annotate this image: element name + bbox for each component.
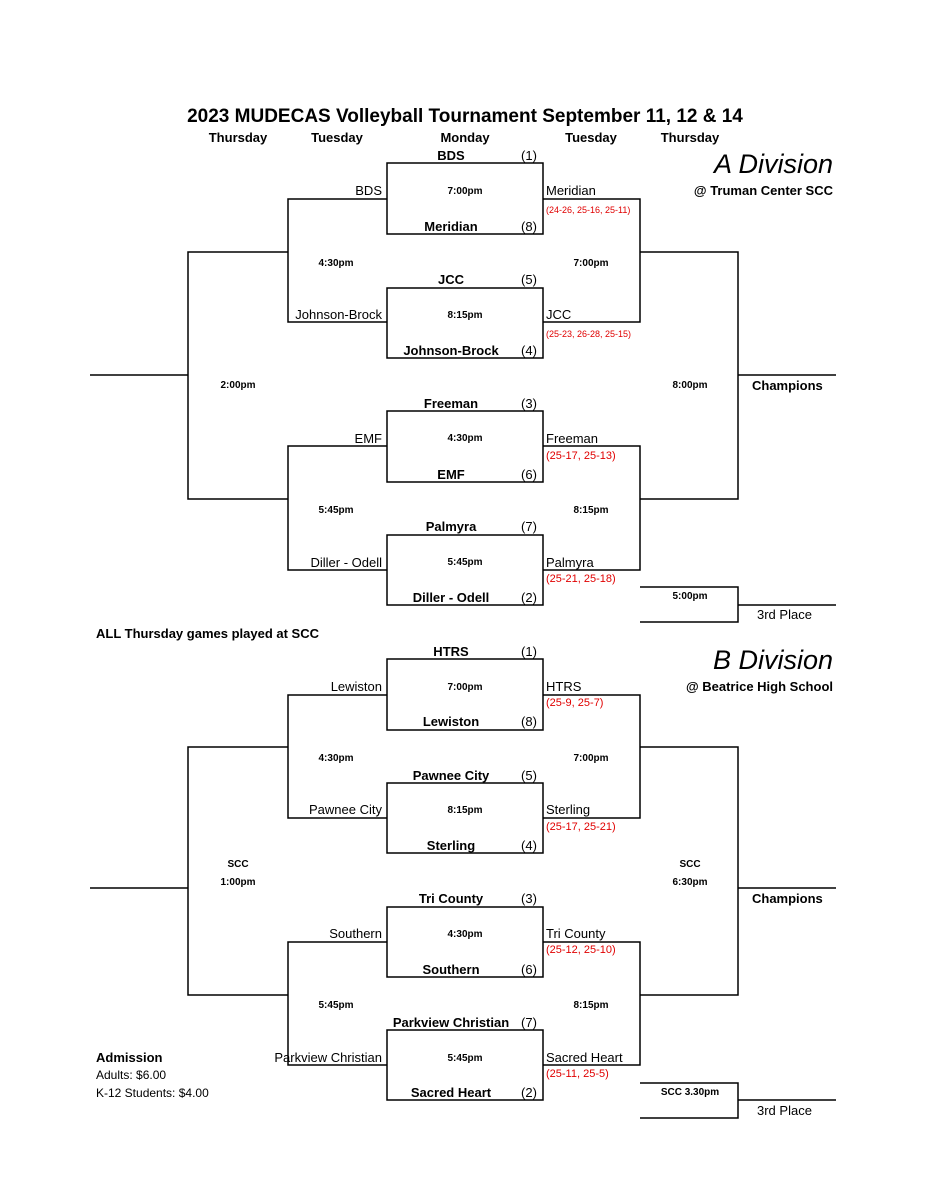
b-m4-bottom-team: Sacred Heart [410,1085,492,1100]
b-right-score-1: (25-9, 25-7) [546,697,604,709]
a-third-place-time: 5:00pm [672,591,708,602]
b-m2-time: 8:15pm [447,805,483,816]
b-m4-top-team: Parkview Christian [392,1015,510,1030]
a-m3-top-team: Freeman [423,396,479,411]
a-m3-bottom-seed: (6) [521,467,537,482]
day-header-tuesday-right: Tuesday [565,130,617,145]
a-m1-bottom-seed: (8) [521,219,537,234]
day-header-monday: Monday [440,130,490,145]
b-m1-time: 7:00pm [447,682,483,693]
b-m4-bottom-seed: (2) [521,1085,537,1100]
b-m2-bottom-seed: (4) [521,838,537,853]
a-m1-top-team: BDS [437,148,465,163]
a-right-r2-team-1: Meridian [546,183,596,198]
a-m1-bottom-team: Meridian [424,219,478,234]
a-right-r2-team-3: Freeman [546,431,599,446]
b-champions-label: Champions [752,891,823,906]
b-right-score-2: (25-17, 25-21) [546,821,616,833]
b-right-score-3: (25-12, 25-10) [546,944,616,956]
a-m2-time: 8:15pm [447,310,483,321]
a-m3-time: 4:30pm [447,433,483,444]
b-left-final-time: 1:00pm [220,877,256,888]
b-left-r2-team-3: Southern [329,926,382,941]
a-division-title: A Division [713,149,833,179]
a-left-r2-team-3: EMF [354,431,382,446]
day-header-tuesday-left: Tuesday [311,130,363,145]
a-m4-bottom-team: Diller - Odell [412,590,490,605]
b-right-r2-team-2: Sterling [546,802,591,817]
b-right-r2-team-3: Tri County [546,926,606,941]
day-header-thursday-left: Thursday [208,130,268,145]
admission-students: K-12 Students: $4.00 [96,1086,209,1100]
a-m3-bottom-team: EMF [437,467,465,482]
a-m2-top-team: JCC [437,272,465,287]
b-right-r2-time-2: 8:15pm [573,1000,609,1011]
thursday-note: ALL Thursday games played at SCC [96,626,319,641]
a-m4-bottom-seed: (2) [521,590,537,605]
b-left-r2-time-1: 4:30pm [318,753,354,764]
b-m1-bottom-seed: (8) [521,714,537,729]
a-left-r2-time-2: 5:45pm [318,505,354,516]
b-third-place-label: 3rd Place [757,1103,812,1118]
a-right-r2-team-2: JCC [546,307,572,322]
b-right-final-venue: SCC [679,859,701,870]
b-m1-top-team: HTRS [433,644,469,659]
b-m3-bottom-seed: (6) [521,962,537,977]
a-division-location: @ Truman Center SCC [693,183,833,198]
a-m1-top-seed: (1) [521,148,537,163]
a-m1-time: 7:00pm [447,186,483,197]
b-m4-top-seed: (7) [521,1015,537,1030]
a-m3-top-seed: (3) [521,396,537,411]
b-left-r2-team-4: Parkview Christian [274,1050,382,1065]
a-left-r2-team-2: Johnson-Brock [295,307,382,322]
a-right-final-time: 8:00pm [672,380,708,391]
b-left-r2-team-2: Pawnee City [309,802,382,817]
b-left-r2-team-1: Lewiston [330,679,382,694]
b-division-location: @ Beatrice High School [685,679,833,694]
a-m2-bottom-seed: (4) [521,343,537,358]
b-right-r2-team-1: HTRS [546,679,582,694]
b-m1-top-seed: (1) [521,644,537,659]
a-m4-top-team: Palmyra [425,519,477,534]
a-m2-top-seed: (5) [521,272,537,287]
b-m3-top-seed: (3) [521,891,537,906]
b-m3-bottom-team: Southern [422,962,480,977]
b-m4-time: 5:45pm [447,1053,483,1064]
a-left-r2-time-1: 4:30pm [318,258,354,269]
a-right-r2-team-4: Palmyra [546,555,594,570]
page-title: 2023 MUDECAS Volleyball Tournament Septe… [187,106,743,127]
b-left-final-venue: SCC [227,859,249,870]
b-right-r2-team-4: Sacred Heart [546,1050,623,1065]
admission-heading: Admission [96,1050,163,1065]
a-left-r2-team-4: Diller - Odell [310,555,382,570]
a-champions-label: Champions [752,378,823,393]
b-m2-top-team: Pawnee City [412,768,490,783]
b-m2-bottom-team: Sterling [426,838,476,853]
b-right-r2-time-1: 7:00pm [573,753,609,764]
b-left-r2-time-2: 5:45pm [318,1000,354,1011]
a-right-r2-time-2: 8:15pm [573,505,609,516]
a-right-score-2: (25-23, 26-28, 25-15) [546,329,632,339]
b-m3-time: 4:30pm [447,929,483,940]
b-right-final-time: 6:30pm [672,877,708,888]
b-right-score-4: (25-11, 25-5) [546,1068,609,1080]
admission-adults: Adults: $6.00 [96,1068,167,1082]
b-third-place-time: SCC 3.30pm [660,1087,720,1098]
a-right-score-1: (24-26, 25-16, 25-11) [546,205,631,215]
a-right-score-4: (25-21, 25-18) [546,573,616,585]
b-m3-top-team: Tri County [418,891,484,906]
a-m4-time: 5:45pm [447,557,483,568]
a-right-score-3: (25-17, 25-13) [546,450,616,462]
a-right-r2-time-1: 7:00pm [573,258,609,269]
a-m4-top-seed: (7) [521,519,537,534]
a-third-place-label: 3rd Place [757,607,812,622]
a-left-final-time: 2:00pm [220,380,256,391]
b-division-title: B Division [712,645,833,675]
day-header-thursday-right: Thursday [660,130,720,145]
a-left-r2-team-1: BDS [355,183,382,198]
b-m2-top-seed: (5) [521,768,537,783]
a-m2-bottom-team: Johnson-Brock [403,343,499,358]
b-m1-bottom-team: Lewiston [422,714,480,729]
